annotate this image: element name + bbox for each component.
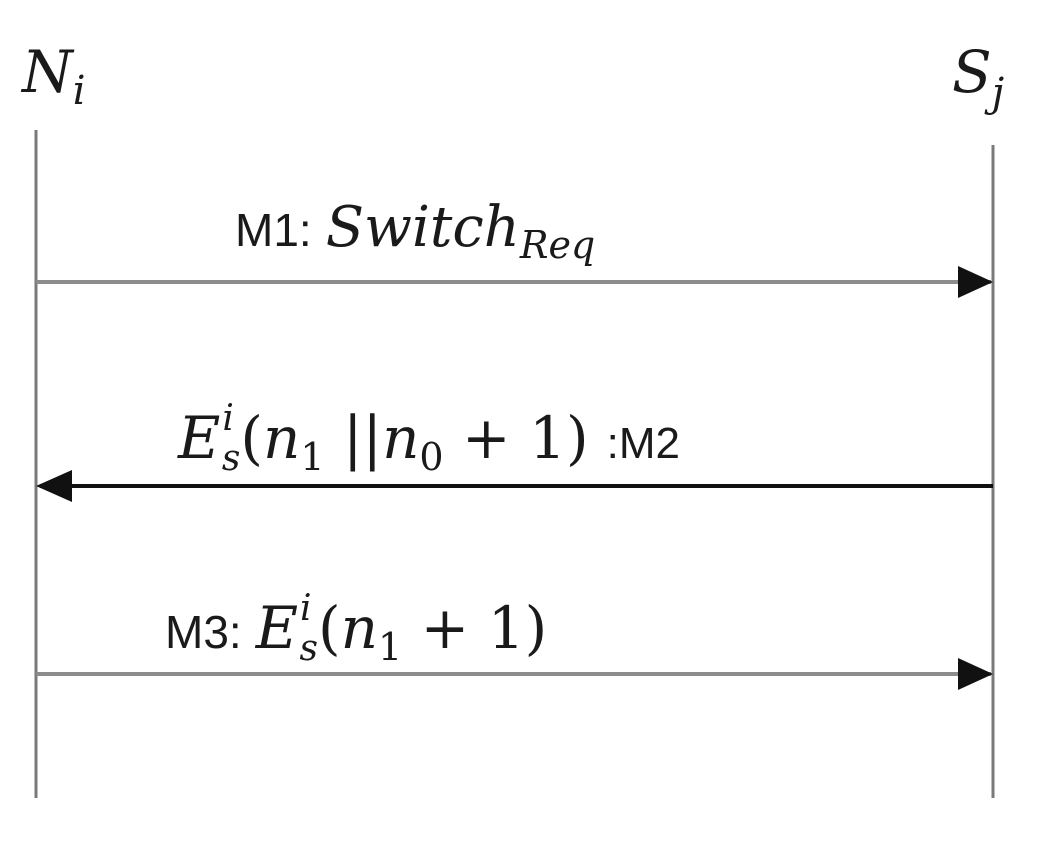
- message-2-arrowhead: [36, 470, 72, 502]
- participant-right-label: Sj: [952, 38, 1004, 116]
- message-1-label: M1:SwitchReq: [235, 195, 595, 267]
- message-1-arrowhead: [958, 266, 993, 298]
- message-3-arrowhead: [958, 658, 993, 690]
- participant-left-label: Ni: [20, 38, 86, 114]
